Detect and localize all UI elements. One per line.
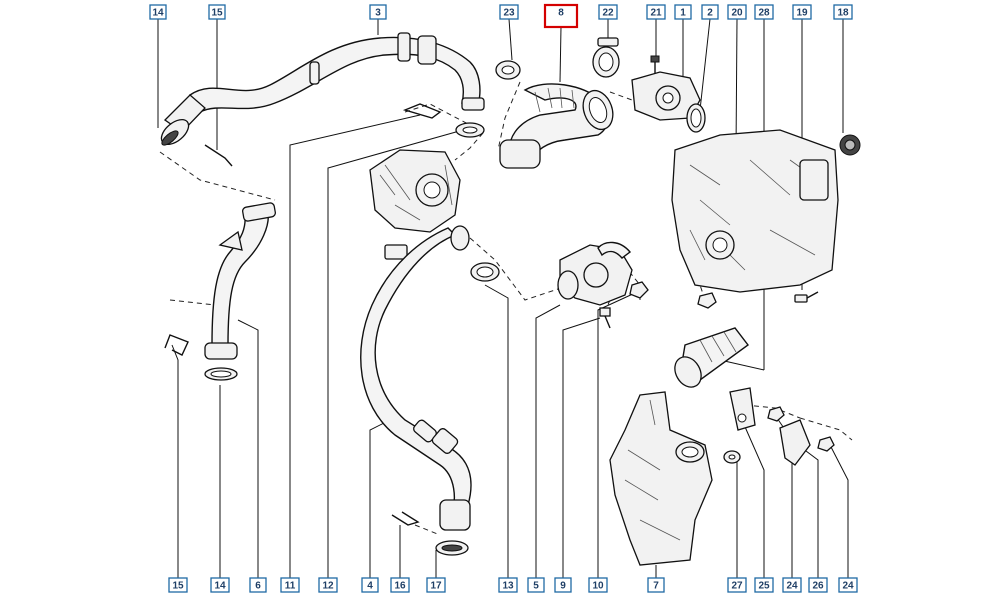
callout-6[interactable]: 6 bbox=[249, 577, 267, 593]
callout-8-selected[interactable]: 8 bbox=[543, 3, 579, 29]
callout-15-bottom[interactable]: 15 bbox=[168, 577, 188, 593]
svg-text:7: 7 bbox=[653, 581, 659, 592]
svg-text:17: 17 bbox=[430, 581, 442, 592]
svg-text:6: 6 bbox=[255, 581, 261, 592]
svg-text:3: 3 bbox=[375, 8, 381, 19]
callout-2[interactable]: 2 bbox=[701, 4, 719, 20]
svg-text:14: 14 bbox=[152, 8, 164, 19]
callout-19[interactable]: 19 bbox=[792, 4, 812, 20]
part-9-bolt bbox=[599, 307, 611, 329]
callout-12[interactable]: 12 bbox=[318, 577, 338, 593]
part-15-clip-upper bbox=[204, 144, 233, 167]
svg-text:26: 26 bbox=[812, 581, 824, 592]
part-1-airflow-sensor bbox=[631, 71, 701, 121]
svg-text:5: 5 bbox=[533, 581, 539, 592]
callout-5[interactable]: 5 bbox=[527, 577, 545, 593]
callout-22[interactable]: 22 bbox=[598, 4, 618, 20]
part-14-flange-upper bbox=[160, 94, 206, 146]
callout-14-bottom[interactable]: 14 bbox=[210, 577, 230, 593]
part-4-lower-hose bbox=[360, 225, 472, 556]
callout-14-top[interactable]: 14 bbox=[149, 4, 167, 20]
part-6-bent-pipe bbox=[204, 202, 276, 381]
callout-3[interactable]: 3 bbox=[369, 4, 387, 20]
svg-text:24: 24 bbox=[842, 581, 854, 592]
svg-text:12: 12 bbox=[322, 581, 334, 592]
callout-26[interactable]: 26 bbox=[808, 577, 828, 593]
svg-text:15: 15 bbox=[211, 8, 223, 19]
svg-text:2: 2 bbox=[707, 8, 713, 19]
part-15-clip-lower bbox=[164, 334, 189, 356]
svg-text:13: 13 bbox=[502, 581, 514, 592]
callout-18[interactable]: 18 bbox=[833, 4, 853, 20]
part-5-housing bbox=[557, 241, 633, 306]
part-13-clamp bbox=[470, 262, 500, 282]
callout-20[interactable]: 20 bbox=[727, 4, 747, 20]
part-20-nut bbox=[697, 292, 717, 309]
callout-21[interactable]: 21 bbox=[646, 4, 666, 20]
part-10-nut bbox=[629, 281, 649, 299]
svg-text:20: 20 bbox=[731, 8, 743, 19]
callout-15-top[interactable]: 15 bbox=[208, 4, 226, 20]
part-28-duct bbox=[674, 327, 749, 388]
part-26-bracket bbox=[779, 419, 811, 466]
svg-text:4: 4 bbox=[367, 581, 373, 592]
throttle-body-assembly bbox=[369, 149, 461, 260]
callout-4[interactable]: 4 bbox=[361, 577, 379, 593]
callout-24-right[interactable]: 24 bbox=[838, 577, 858, 593]
part-8-intake-elbow bbox=[499, 83, 614, 169]
part-24-nut-lower bbox=[817, 436, 835, 452]
svg-text:9: 9 bbox=[560, 581, 566, 592]
svg-text:24: 24 bbox=[786, 581, 798, 592]
part-7-air-box bbox=[609, 391, 713, 566]
callout-24-left[interactable]: 24 bbox=[782, 577, 802, 593]
svg-text:10: 10 bbox=[592, 581, 604, 592]
callout-13[interactable]: 13 bbox=[498, 577, 518, 593]
svg-text:25: 25 bbox=[758, 581, 770, 592]
part-16-clip bbox=[391, 511, 420, 526]
svg-text:8: 8 bbox=[558, 8, 564, 19]
callout-7[interactable]: 7 bbox=[647, 577, 665, 593]
callout-16[interactable]: 16 bbox=[390, 577, 410, 593]
callout-10[interactable]: 10 bbox=[588, 577, 608, 593]
part-23-clamp bbox=[495, 60, 521, 80]
part-3-upper-hose bbox=[189, 32, 485, 138]
callout-28[interactable]: 28 bbox=[754, 4, 774, 20]
svg-text:18: 18 bbox=[837, 8, 849, 19]
svg-text:21: 21 bbox=[650, 8, 662, 19]
callout-17[interactable]: 17 bbox=[426, 577, 446, 593]
part-27-washer bbox=[723, 450, 741, 464]
svg-text:19: 19 bbox=[796, 8, 808, 19]
part-25-bracket bbox=[729, 387, 756, 431]
svg-text:15: 15 bbox=[172, 581, 184, 592]
svg-text:22: 22 bbox=[602, 8, 614, 19]
svg-text:16: 16 bbox=[394, 581, 406, 592]
callout-23[interactable]: 23 bbox=[499, 4, 519, 20]
engine-block bbox=[671, 129, 839, 293]
svg-text:28: 28 bbox=[758, 8, 770, 19]
part-18-cap bbox=[839, 134, 861, 156]
callout-27[interactable]: 27 bbox=[727, 577, 747, 593]
callout-1[interactable]: 1 bbox=[674, 4, 692, 20]
part-2-o-ring bbox=[686, 103, 706, 133]
callout-11[interactable]: 11 bbox=[280, 577, 300, 593]
callout-9[interactable]: 9 bbox=[554, 577, 572, 593]
part-22-clamp bbox=[592, 37, 620, 78]
part-24-nut-upper bbox=[767, 406, 785, 422]
part-11-bracket bbox=[402, 103, 442, 119]
svg-text:27: 27 bbox=[731, 581, 743, 592]
svg-text:1: 1 bbox=[680, 8, 686, 19]
svg-text:14: 14 bbox=[214, 581, 226, 592]
svg-text:23: 23 bbox=[503, 8, 515, 19]
callout-25[interactable]: 25 bbox=[754, 577, 774, 593]
part-19-bolt bbox=[794, 291, 819, 303]
svg-text:11: 11 bbox=[285, 581, 296, 592]
